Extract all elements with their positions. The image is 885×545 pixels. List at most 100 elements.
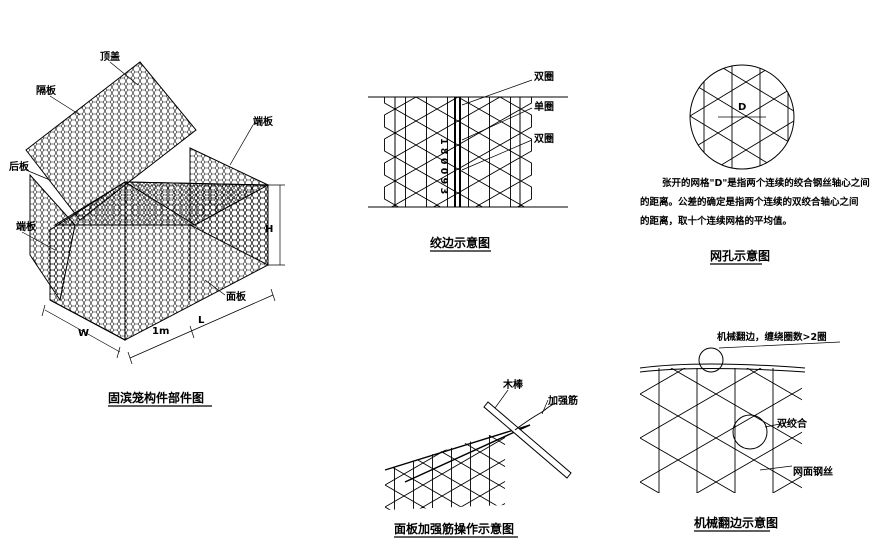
- edge-selvedge-top: [639, 363, 806, 369]
- leader-back: [25, 169, 51, 181]
- dim-w-tick: [41, 304, 46, 317]
- note-line-3: 的距离，取十个连续网格的平均值。: [640, 215, 792, 227]
- mesh-cell: [640, 481, 660, 493]
- caption-gabion: 固滨笼构件部件图: [108, 390, 204, 405]
- stiffener-wire: [384, 424, 531, 471]
- mesh-cell: [787, 115, 794, 151]
- mesh-cell: [676, 14, 704, 48]
- d-label: D: [738, 102, 746, 113]
- mesh-hole-circle: [689, 64, 795, 170]
- caption-machine-edge: 机械翻边示意图: [694, 515, 778, 530]
- mesh-cell: [510, 180, 532, 206]
- leader-mesh-wire: [759, 465, 793, 471]
- leader-wire: [541, 399, 549, 415]
- mesh-cell: [489, 484, 505, 508]
- mesh-cell: [457, 97, 459, 98]
- mesh-cell: [489, 97, 511, 122]
- mesh-cell: [489, 440, 505, 464]
- mesh-cell: [490, 217, 511, 241]
- mesh-cell: [734, 415, 774, 461]
- mesh-cell: [489, 120, 511, 146]
- leader-double-top: [461, 79, 533, 106]
- mesh-cell: [470, 451, 490, 475]
- caption-stiffener: 面板加强筋操作示意图: [394, 521, 514, 536]
- mesh-cell: [759, 132, 789, 168]
- dim-l-label: L: [198, 315, 205, 326]
- mesh-cell: [432, 430, 452, 453]
- mesh-cell: [432, 430, 452, 431]
- note-line-1: 张开的网格"D"是指两个连续的绞合钢丝轴心之间: [662, 177, 870, 189]
- dim-w-line: [44, 309, 121, 353]
- mesh-cell: [470, 430, 490, 431]
- mesh-cell: [703, 65, 733, 66]
- label-double-top: 双圈: [534, 71, 554, 83]
- mesh-cell: [390, 204, 400, 207]
- mesh-cell: [640, 437, 660, 483]
- mesh-cell: [489, 192, 511, 207]
- dim-h-label: H: [265, 224, 273, 235]
- label-top-note: 机械翻边，缠绕圈数>2圈: [717, 331, 827, 343]
- leader-end-left: [21, 231, 56, 251]
- mesh-cell: [811, 416, 849, 460]
- machine-edge-figure: 机械翻边，缠绕圈数>2圈 双绞合 网面钢丝 机械翻边示意图: [639, 331, 849, 532]
- mesh-cell: [489, 168, 511, 194]
- leader-end-right: [229, 124, 254, 166]
- mesh-cell: [468, 132, 490, 158]
- mesh-cell: [432, 495, 452, 510]
- mesh-cell: [452, 397, 471, 419]
- mesh-cell: [447, 144, 469, 170]
- selvedge-figure: 双圈 单圈 双圈 1 8 0 0 9 3 绞边示意图: [368, 61, 568, 252]
- twist-callout-circle: [732, 414, 768, 450]
- mesh-cell: [406, 217, 427, 241]
- mesh-cell: [405, 168, 427, 194]
- mesh-cell: [394, 430, 414, 431]
- mesh-cell: [394, 473, 414, 497]
- stiffener-loop: [514, 402, 556, 431]
- wooden-stick: [483, 401, 572, 479]
- leader-top-note: [718, 341, 841, 349]
- mesh-cell: [788, 14, 816, 48]
- edge-selvedge-bottom: [639, 368, 806, 373]
- mesh-cell: [731, 115, 761, 151]
- mesh-cell: [394, 495, 414, 510]
- mesh-cell: [394, 430, 414, 453]
- mesh-cell: [772, 368, 802, 395]
- mesh-cell: [658, 415, 698, 461]
- mesh-cell: [405, 97, 427, 122]
- mesh-cell: [385, 61, 406, 85]
- mesh-cell: [509, 452, 528, 474]
- dim-l-tick: [189, 325, 195, 339]
- mesh-cell: [426, 108, 448, 134]
- label-wire: 加强筋: [547, 394, 578, 407]
- mesh-cell: [509, 496, 528, 518]
- gabion-box-figure: 顶盖 隔板 后板 端板 端板 面板 H W 1m L 固滨笼构件部件图: [9, 50, 285, 407]
- mesh-cell: [734, 459, 774, 493]
- mesh-cell: [414, 397, 433, 419]
- mesh-cell: [696, 368, 736, 395]
- mesh-cell: [489, 462, 505, 486]
- mesh-cell: [658, 371, 698, 417]
- mesh-cell: [811, 372, 849, 416]
- mesh-cell: [732, 14, 760, 48]
- box-edge: [49, 299, 126, 341]
- mesh-cell: [447, 97, 469, 122]
- stiffener-wire: [404, 424, 531, 483]
- mesh-cell: [405, 120, 427, 146]
- dim-l-tick: [270, 288, 276, 302]
- mesh-cell: [690, 65, 705, 83]
- mesh-cell: [413, 430, 433, 442]
- mesh-cell: [658, 459, 698, 493]
- mesh-cell: [413, 484, 433, 508]
- label-back: 后板: [9, 160, 30, 173]
- leader-double-twist: [764, 421, 791, 428]
- mesh-cell: [468, 156, 490, 182]
- dim-l-tick: [127, 351, 133, 365]
- machine-edge-mesh: [640, 368, 849, 493]
- mesh-hole-figure: D 张开的网格"D"是指两个连续的绞合钢丝轴心之间 的距离。公差的确定是指两个连…: [640, 14, 870, 265]
- caption-mesh-hole: 网孔示意图: [710, 248, 770, 263]
- mesh-cell: [394, 451, 414, 475]
- mesh-cell: [703, 65, 733, 100]
- mesh-cell: [451, 484, 471, 508]
- mesh-cell: [731, 149, 761, 169]
